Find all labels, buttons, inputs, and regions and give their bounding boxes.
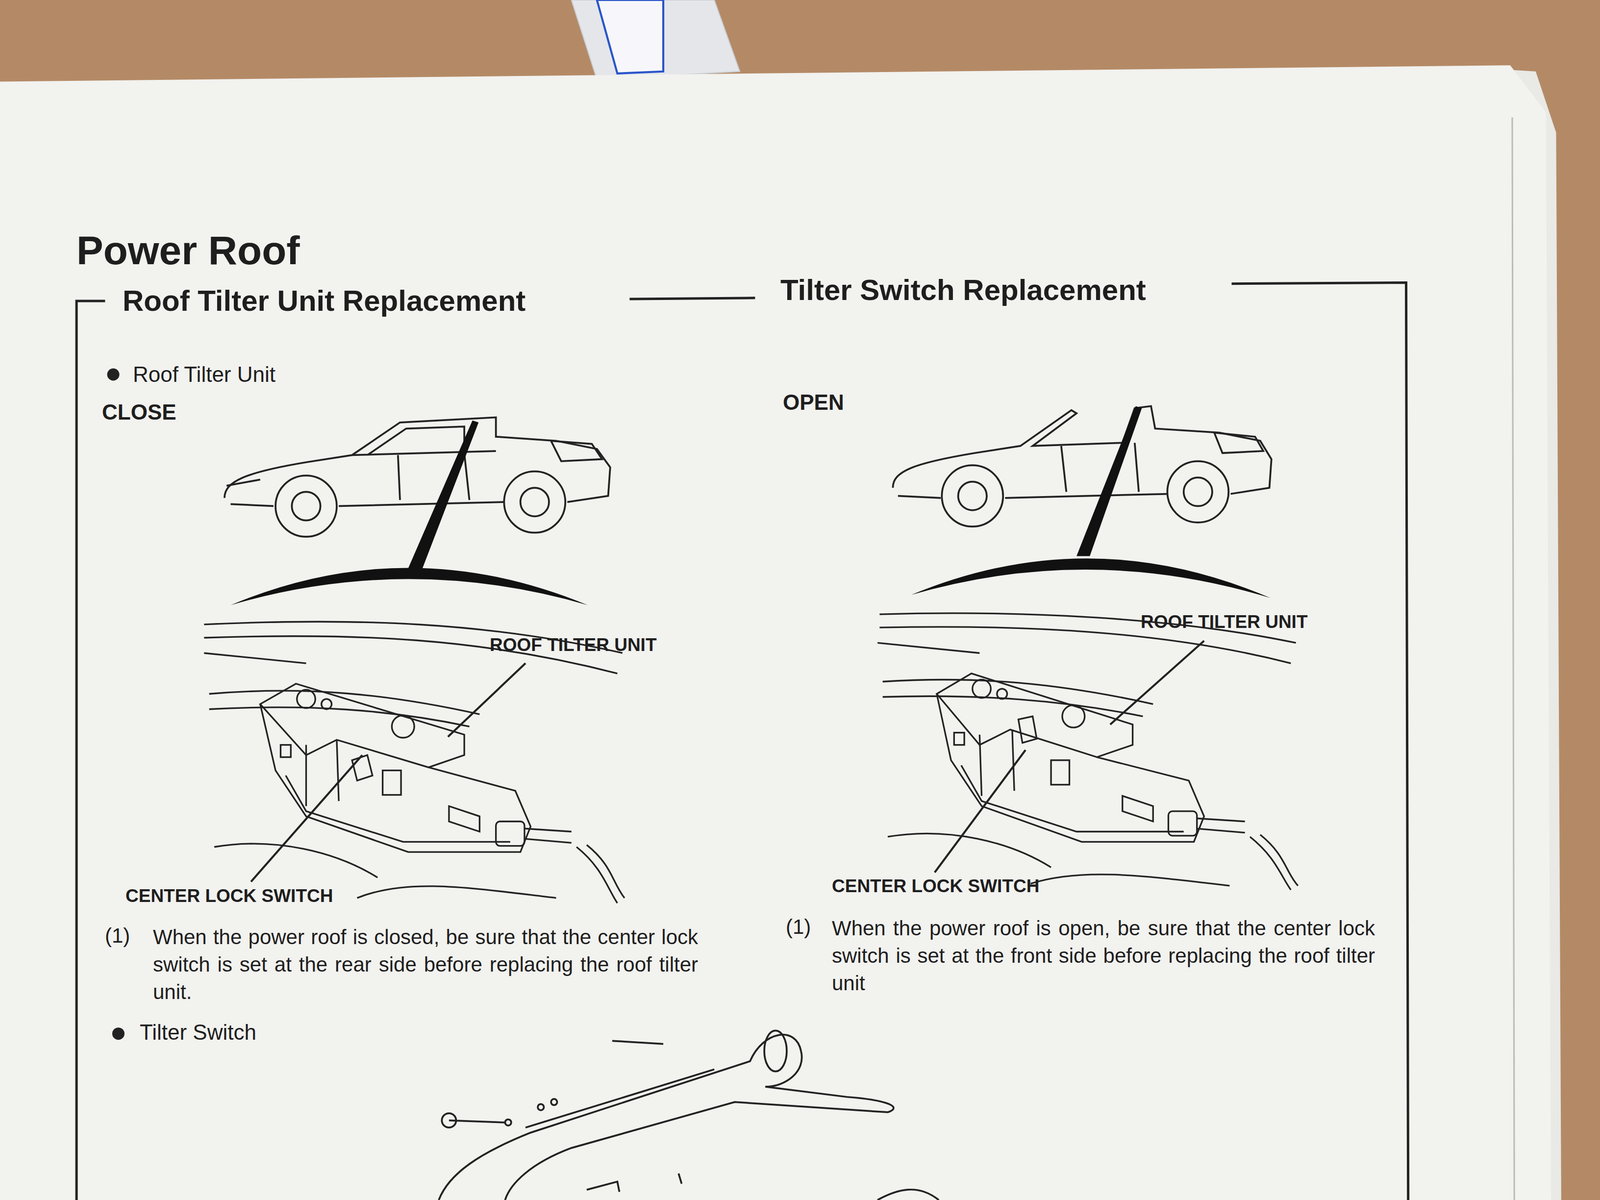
tilter-switch-housing	[438, 1030, 939, 1200]
roof-tilter-unit	[877, 613, 1299, 890]
page-edge	[1512, 117, 1515, 1200]
paper-page	[0, 65, 1551, 1200]
leader-line	[1110, 640, 1205, 725]
part-label: ROOF TILTER UNIT	[1140, 611, 1308, 633]
instruction-text: When the power roof is open, be sure tha…	[831, 914, 1375, 998]
view-label: CLOSE	[101, 399, 177, 426]
sticker	[597, 0, 664, 74]
bullet	[112, 1027, 125, 1040]
view-label: OPEN	[782, 389, 845, 416]
bullet-label: Tilter Switch	[139, 1019, 257, 1046]
section-heading: Roof Tilter Unit Replacement	[122, 283, 526, 319]
roof-arc	[230, 567, 588, 605]
pointer-wedge	[408, 420, 479, 569]
page-title: Power Roof	[76, 226, 300, 275]
leader-line	[448, 663, 526, 737]
part-label: CENTER LOCK SWITCH	[125, 885, 333, 907]
step-number: (1)	[785, 914, 811, 940]
leader-line	[250, 754, 363, 882]
car-closed	[224, 417, 611, 537]
instruction-text: When the power roof is closed, be sure t…	[152, 923, 699, 1006]
plastic-sleeve	[571, 0, 740, 80]
bullet-label: Roof Tilter Unit	[132, 361, 276, 388]
roof-tilter-unit	[203, 621, 625, 903]
section-frame	[76, 282, 1409, 1200]
part-label: ROOF TILTER UNIT	[489, 634, 657, 656]
part-label: CENTER LOCK SWITCH	[831, 875, 1040, 898]
leader-line	[934, 750, 1026, 873]
pointer-wedge	[1076, 405, 1142, 556]
section-heading: Tilter Switch Replacement	[780, 272, 1147, 308]
step-number: (1)	[104, 923, 130, 949]
car-open	[892, 405, 1272, 527]
bullet	[107, 368, 120, 381]
roof-arc	[911, 558, 1271, 599]
